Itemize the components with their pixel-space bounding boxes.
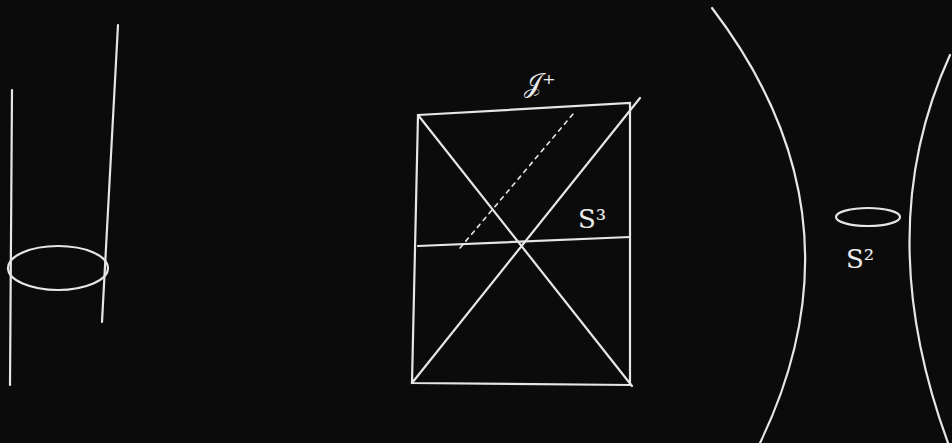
slice-line: [418, 237, 630, 246]
throat-curve: [909, 55, 950, 443]
throat-curve: [712, 8, 805, 443]
dashed-ray: [460, 114, 573, 248]
diagonal: [418, 115, 632, 386]
sphere-circle: [836, 208, 900, 226]
sphere-label: S²: [846, 246, 874, 272]
cylinder-edge: [10, 90, 12, 385]
sphere-label: S³: [578, 206, 606, 232]
scri-label: 𝒥⁺: [524, 70, 556, 96]
cylinder-circle: [8, 246, 108, 290]
diagonal: [412, 98, 640, 383]
